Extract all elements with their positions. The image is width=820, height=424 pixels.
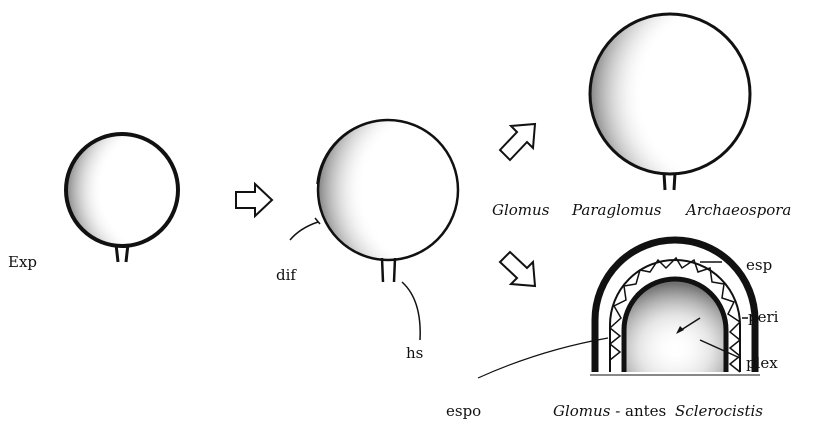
spore-glomus-paraglomus (590, 14, 750, 190)
label-hs: hs (406, 344, 423, 362)
caption-old-genus: Sclerocistis (675, 402, 763, 420)
label-peri: peri (748, 308, 779, 326)
caption-genus: Glomus (553, 402, 611, 420)
genus-archaeospora: Archaeospora (684, 201, 791, 219)
label-exp: Exp (8, 253, 37, 271)
label-espo: espo (446, 402, 481, 420)
label-esp: esp (746, 256, 772, 274)
caption-connector: - antes (615, 402, 666, 420)
arrow-up-right-icon (500, 124, 535, 160)
espo-pointer (478, 338, 608, 378)
genus-glomus: Glomus (492, 201, 550, 219)
caption-sclerocistis: Glomus - antes Sclerocistis (553, 402, 763, 420)
label-dif: dif (276, 266, 297, 284)
spore-dif-hs (290, 120, 458, 340)
dif-pointer (290, 222, 318, 240)
hs-pointer (402, 282, 420, 340)
arrow-down-right-icon (500, 252, 535, 286)
spore-exp (66, 134, 178, 262)
arrow-right-icon (236, 184, 272, 216)
genus-paraglomus: Paraglomus (571, 201, 662, 219)
label-plex: plex (746, 354, 778, 372)
